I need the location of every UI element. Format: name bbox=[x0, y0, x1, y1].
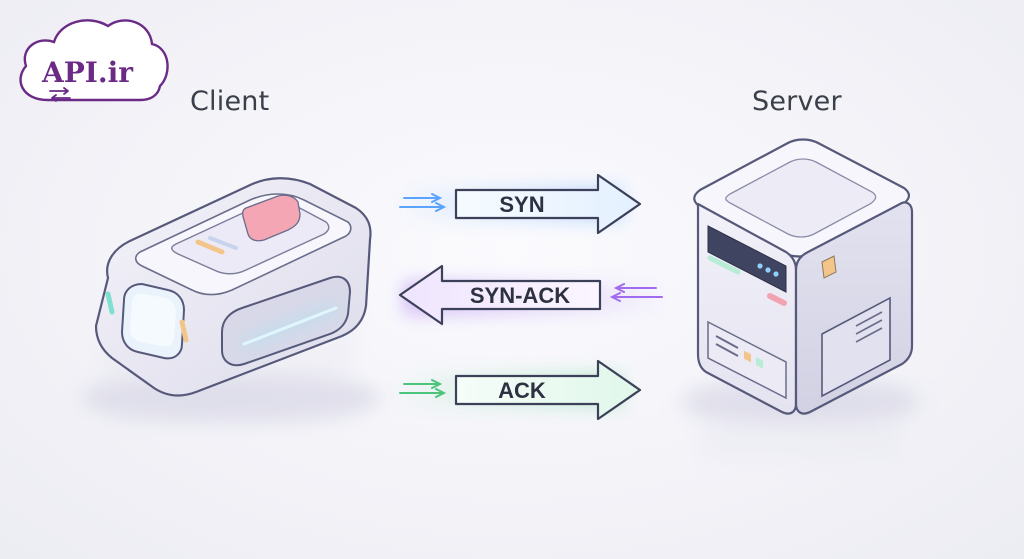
api-ir-logo[interactable]: API.ir bbox=[19, 19, 169, 102]
client-label: Client bbox=[190, 86, 270, 117]
logo-arrows-icon bbox=[49, 87, 71, 102]
syn-ack-arrow: SYN-ACK bbox=[398, 264, 674, 326]
syn-label: SYN bbox=[499, 192, 544, 217]
ack-arrow: ACK bbox=[392, 359, 642, 421]
logo-text: API.ir bbox=[41, 56, 134, 89]
syn-arrow: SYN bbox=[392, 173, 642, 235]
client-device-icon bbox=[82, 177, 382, 420]
ack-label: ACK bbox=[498, 378, 546, 403]
syn-ack-label: SYN-ACK bbox=[470, 283, 570, 308]
server-icon bbox=[680, 138, 920, 460]
server-label: Server bbox=[752, 86, 842, 117]
